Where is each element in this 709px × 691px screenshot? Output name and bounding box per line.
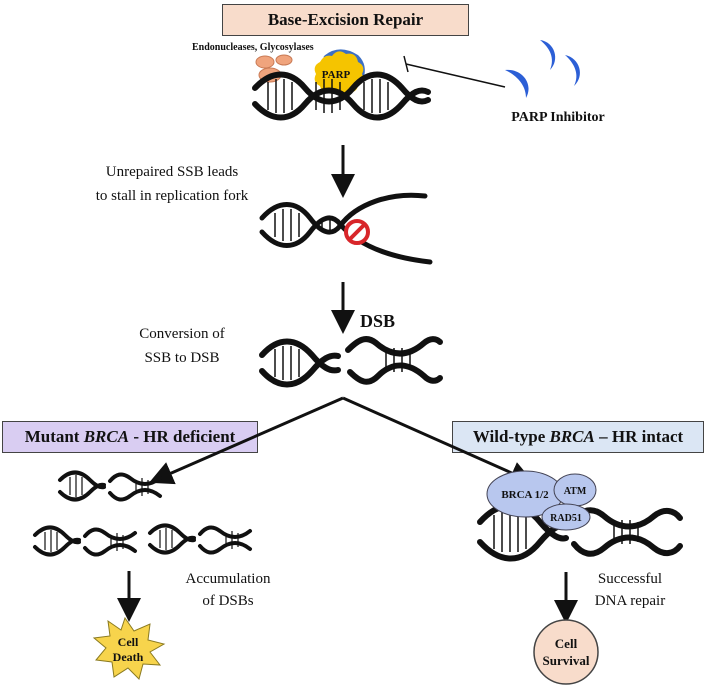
repair-line2: DNA repair — [595, 593, 665, 609]
inhibition-bar — [403, 55, 506, 88]
wildtype-brca-label: Wild-type BRCA – HR intact — [472, 427, 684, 446]
broken-dna-cluster — [33, 470, 252, 557]
dsb-rungs — [274, 346, 411, 380]
dna-rungs-top — [267, 79, 389, 113]
cell-survival-circle — [533, 619, 599, 685]
step1-line2: to stall in replication fork — [96, 188, 249, 204]
base-excision-repair-label: Base-Excision Repair — [267, 10, 424, 29]
dsb-label: DSB — [360, 311, 395, 331]
rad51-label: RAD51 — [550, 513, 582, 524]
cell-death-line1: Cell — [118, 635, 139, 649]
enzymes-label: Endonucleases, Glycosylases — [192, 42, 314, 53]
repair-rungs — [493, 512, 639, 552]
parp-inhibitor-label: PARP Inhibitor — [511, 110, 604, 125]
dna-dsb — [259, 336, 443, 388]
accumulation-line1: Accumulation — [186, 571, 271, 587]
broken-dna-rungs — [44, 475, 239, 552]
arrow-to-wildtype — [342, 396, 534, 485]
cell-death-line2: Death — [113, 650, 144, 664]
dna-helix-top — [252, 71, 431, 121]
accumulation-line2: of DSBs — [202, 593, 253, 609]
cell-death-burst — [92, 616, 166, 680]
parp-label: PARP — [322, 69, 351, 81]
base-excision-repair-box: Base-Excision Repair — [222, 4, 469, 36]
rad51-protein — [541, 503, 591, 531]
mutant-brca-label: Mutant BRCA - HR deficient — [24, 427, 236, 446]
cell-survival-line1: Cell — [555, 636, 578, 651]
arrow-to-mutant — [149, 396, 344, 485]
parp-inhibitor-icon — [505, 40, 580, 98]
parp-icon — [314, 49, 365, 95]
stop-icon — [344, 219, 370, 245]
step2-line2: SSB to DSB — [144, 350, 219, 366]
fork-rungs — [274, 209, 331, 241]
step1-line1: Unrepaired SSB leads — [106, 164, 239, 180]
wildtype-brca-box: Wild-type BRCA – HR intact — [452, 421, 704, 453]
step2-line1: Conversion of — [139, 326, 224, 342]
atm-label: ATM — [564, 486, 587, 497]
brca-label: BRCA 1/2 — [501, 489, 549, 501]
replication-fork — [259, 192, 433, 265]
cell-survival-line2: Survival — [543, 653, 590, 668]
repair-line1: Successful — [598, 571, 662, 587]
mutant-brca-box: Mutant BRCA - HR deficient — [2, 421, 258, 453]
